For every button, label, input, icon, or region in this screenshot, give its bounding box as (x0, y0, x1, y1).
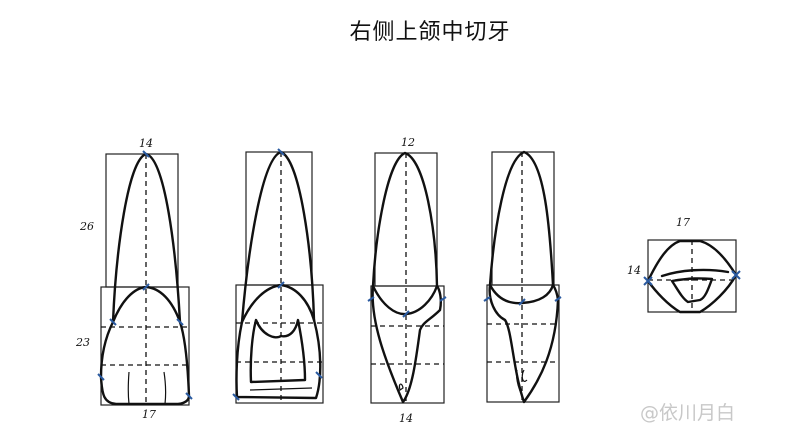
lingual-fossa (249, 318, 307, 384)
label-root-length: 26 (79, 220, 94, 233)
label-labial-root-width: 14 (139, 137, 153, 150)
incisal-view (643, 239, 741, 314)
mesial-view (367, 151, 447, 404)
labial-view (97, 150, 193, 406)
distal-view (483, 150, 562, 404)
label-crown-length: 23 (75, 336, 90, 349)
crown-outline (99, 320, 191, 406)
diagram-title: 右侧上颌中切牙 (349, 20, 511, 45)
label-proximal-root-width: 12 (401, 136, 415, 149)
lingual-view (232, 148, 324, 404)
label-incisal-width: 17 (676, 216, 690, 229)
label-labial-crown-width: 17 (142, 408, 156, 421)
watermark: @依川月白 (640, 402, 736, 424)
label-proximal-crown-width: 14 (399, 412, 413, 425)
label-incisal-depth: 14 (627, 264, 641, 277)
